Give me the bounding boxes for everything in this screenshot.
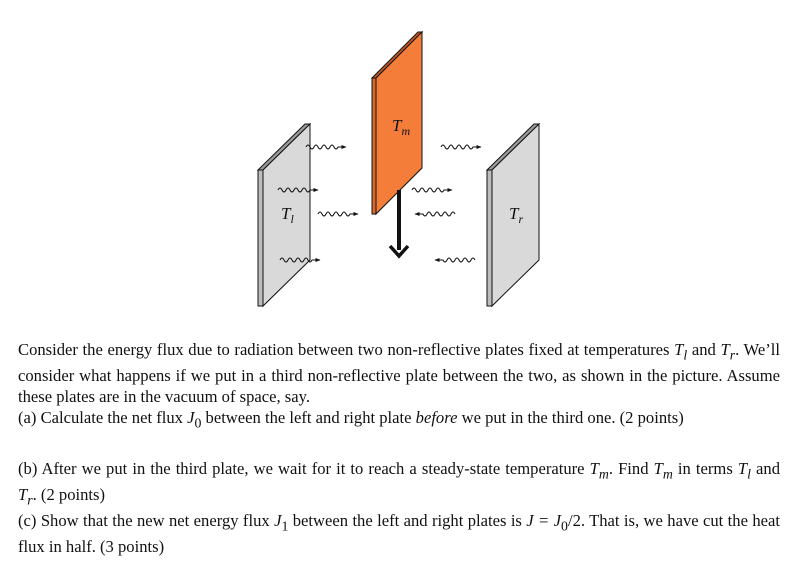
wavy-arrow bbox=[305, 144, 347, 150]
right-plate-edge-side bbox=[486, 169, 493, 307]
label-middle: Tm bbox=[392, 116, 410, 138]
down-arrow bbox=[388, 190, 410, 259]
label-right: Tr bbox=[509, 204, 523, 226]
wavy-arrow bbox=[440, 144, 482, 150]
left-plate-edge-side bbox=[257, 169, 264, 307]
wavy-arrow bbox=[317, 211, 359, 217]
wavy-arrow bbox=[277, 187, 319, 193]
wavy-arrow bbox=[279, 257, 321, 263]
intro-paragraph: Consider the energy flux due to radiatio… bbox=[18, 340, 781, 407]
left-plate bbox=[256, 122, 312, 308]
label-left: Tl bbox=[281, 204, 294, 226]
wavy-arrow bbox=[411, 187, 453, 193]
part-a: (a) Calculate the net flux J0 between th… bbox=[18, 408, 684, 431]
middle-plate bbox=[370, 30, 424, 216]
radiation-plates-figure: Tm Tl Tr bbox=[256, 30, 541, 308]
wavy-arrow bbox=[434, 257, 476, 263]
middle-plate-edge-side bbox=[371, 77, 377, 215]
wavy-arrow bbox=[414, 211, 456, 217]
part-c: (c) Show that the new net energy flux J1… bbox=[18, 511, 780, 557]
part-b: (b) After we put in the third plate, we … bbox=[18, 459, 780, 508]
right-plate bbox=[485, 122, 541, 308]
